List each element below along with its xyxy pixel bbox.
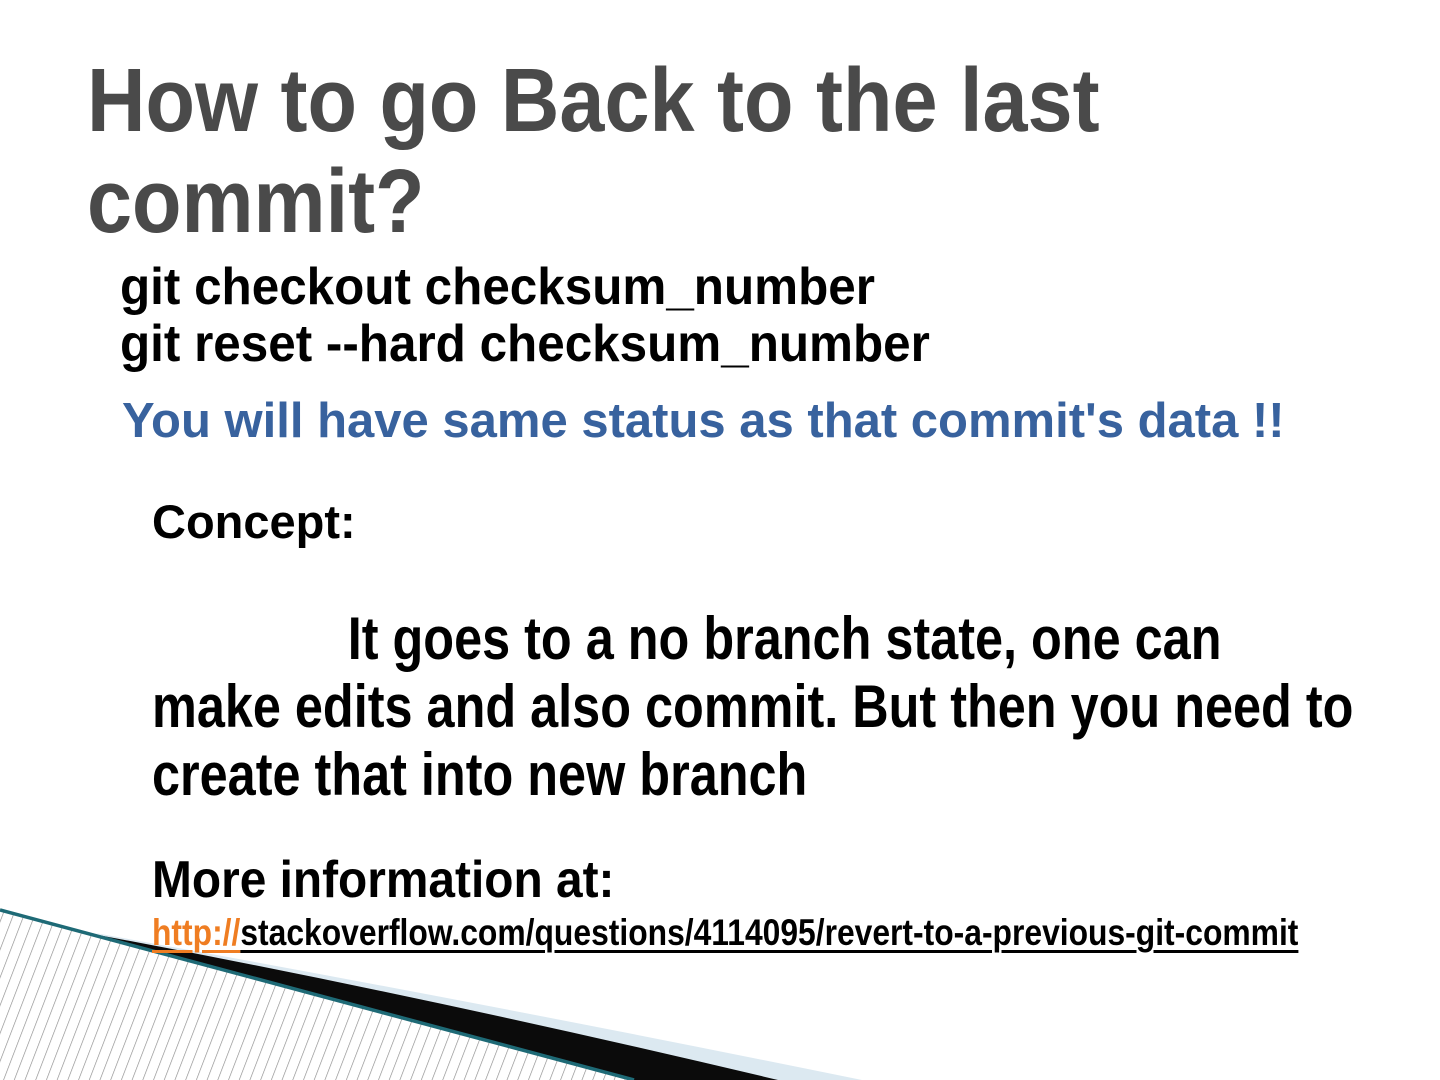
slide-title-line2: commit? [87,152,425,252]
concept-paragraph-line2: make edits and also commit. But then you… [152,673,1354,740]
git-commands: git checkout checksum_number git reset -… [120,259,930,373]
link-path-text: stackoverflow.com/questions/4114095/reve… [240,912,1299,953]
slide-title-line1: How to go Back to the last [87,51,1100,151]
more-info-heading: More information at: [152,851,615,909]
status-note: You will have same status as that commit… [122,394,1285,448]
concept-paragraph-line3: create that into new branch [152,741,808,808]
pale-blue-wedge-shape [95,933,862,1080]
reference-link-line: http://stackoverflow.com/questions/41140… [152,911,1298,954]
concept-paragraph: It goes to a no branch state, one can ma… [152,605,1353,809]
concept-paragraph-line1: It goes to a no branch state, one can [347,605,1222,672]
link-protocol-text: http:// [152,912,241,953]
concept-heading: Concept: [152,495,356,548]
git-reset-command: git reset --hard checksum_number [120,315,930,373]
git-checkout-command: git checkout checksum_number [120,258,875,316]
stackoverflow-link[interactable]: http://stackoverflow.com/questions/41140… [152,912,1298,953]
slide-title: How to go Back to the last commit? [87,51,1100,253]
